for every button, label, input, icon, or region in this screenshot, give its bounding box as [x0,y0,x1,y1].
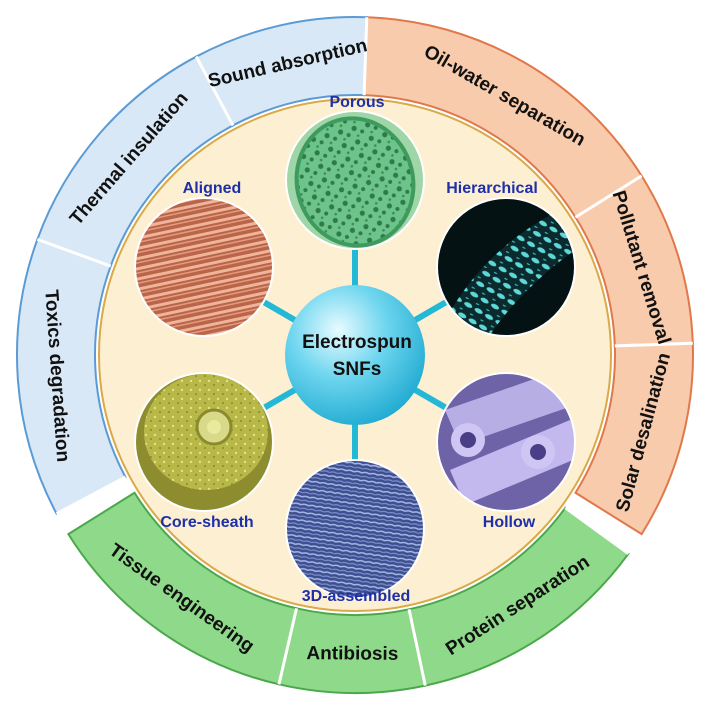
label-antibiosis: Antibiosis [306,643,398,665]
center-title-line2: SNFs [333,359,382,380]
morph-label-3d-assembled: 3D-assembled [302,588,411,605]
core-sheath-fiber-micrograph [135,373,273,511]
hierarchical-fiber-micrograph [437,198,575,336]
porous-fiber-micrograph [286,111,424,249]
segment-tissue-engineering [66,491,298,686]
segment-divider [277,607,298,685]
segment-divider [407,609,427,686]
morph-label-hollow: Hollow [483,514,536,531]
segment-divider [194,55,235,127]
segment-divider [564,506,630,555]
hollow-fiber-micrograph [437,373,575,511]
center-title-line1: Electrospun [302,332,412,353]
aligned-fibers-micrograph [135,198,273,336]
3d-assembled-micrograph [286,460,424,598]
center-sphere [285,285,425,425]
morph-label-hierarchical: Hierarchical [446,180,538,197]
segment-solar-desalination [574,342,694,536]
segment-divider [36,237,112,268]
application-ring [16,16,694,694]
morph-label-porous: Porous [329,94,384,111]
morph-label-core-sheath: Core-sheath [160,514,253,531]
segment-divider [55,475,127,516]
segment-divider [614,341,693,348]
morph-label-aligned: Aligned [183,180,242,197]
segment-divider [362,17,369,96]
segment-divider [574,174,643,219]
